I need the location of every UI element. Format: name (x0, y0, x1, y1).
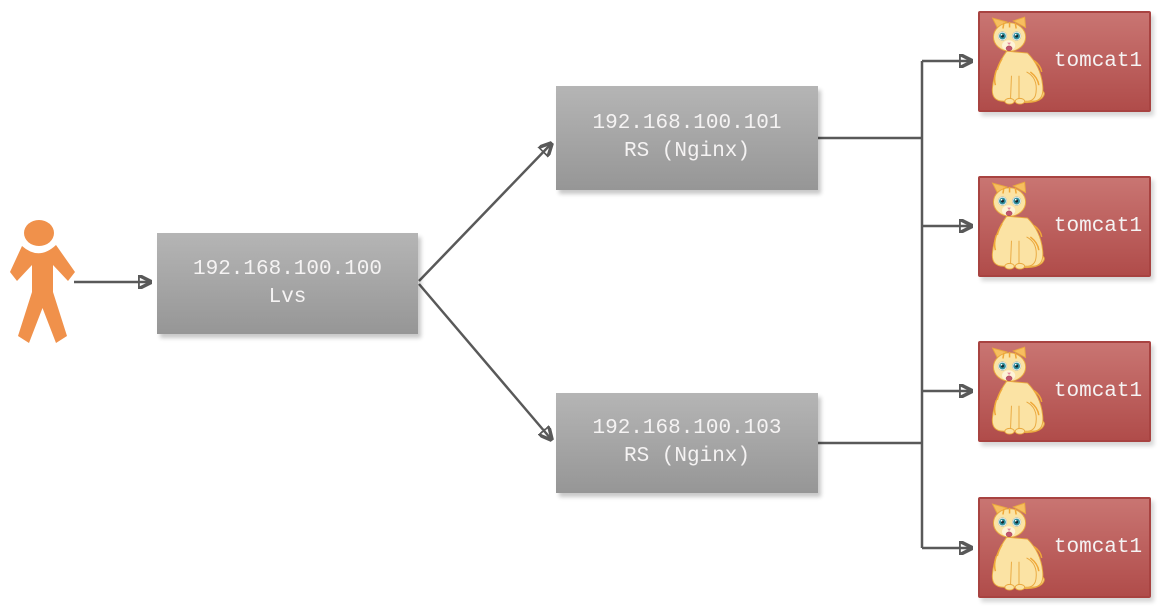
node-tomcat-3-label: tomcat1 (1053, 380, 1143, 403)
node-nginx-2: 192.168.100.103 RS (Nginx) (556, 393, 818, 493)
node-nginx-2-ip: 192.168.100.103 (592, 417, 782, 440)
edge-lvs-to-nginx1 (418, 144, 551, 282)
cat-icon (991, 181, 1045, 270)
node-tomcat-2-label: tomcat1 (1053, 215, 1143, 238)
node-lvs-ip: 192.168.100.100 (192, 257, 383, 281)
node-nginx-1: 192.168.100.101 RS (Nginx) (556, 86, 818, 190)
node-nginx-2-role: RS (Nginx) (623, 445, 751, 468)
node-nginx-1-ip: 192.168.100.101 (592, 112, 782, 135)
node-lvs-role: Lvs (268, 285, 307, 309)
node-tomcat-3: tomcat1 (978, 341, 1151, 442)
cat-icon (991, 16, 1045, 105)
edge-lvs-to-nginx2 (418, 283, 551, 439)
node-tomcat-4-label: tomcat1 (1053, 536, 1143, 559)
node-tomcat-2: tomcat1 (978, 176, 1151, 277)
cat-icon (991, 346, 1045, 435)
node-tomcat-1-label: tomcat1 (1053, 50, 1143, 73)
node-tomcat-4: tomcat1 (978, 497, 1151, 598)
node-tomcat-1: tomcat1 (978, 11, 1151, 112)
person-icon (10, 220, 75, 343)
node-lvs: 192.168.100.100 Lvs (157, 233, 418, 334)
cat-icon (991, 502, 1045, 591)
node-nginx-1-role: RS (Nginx) (623, 140, 751, 163)
